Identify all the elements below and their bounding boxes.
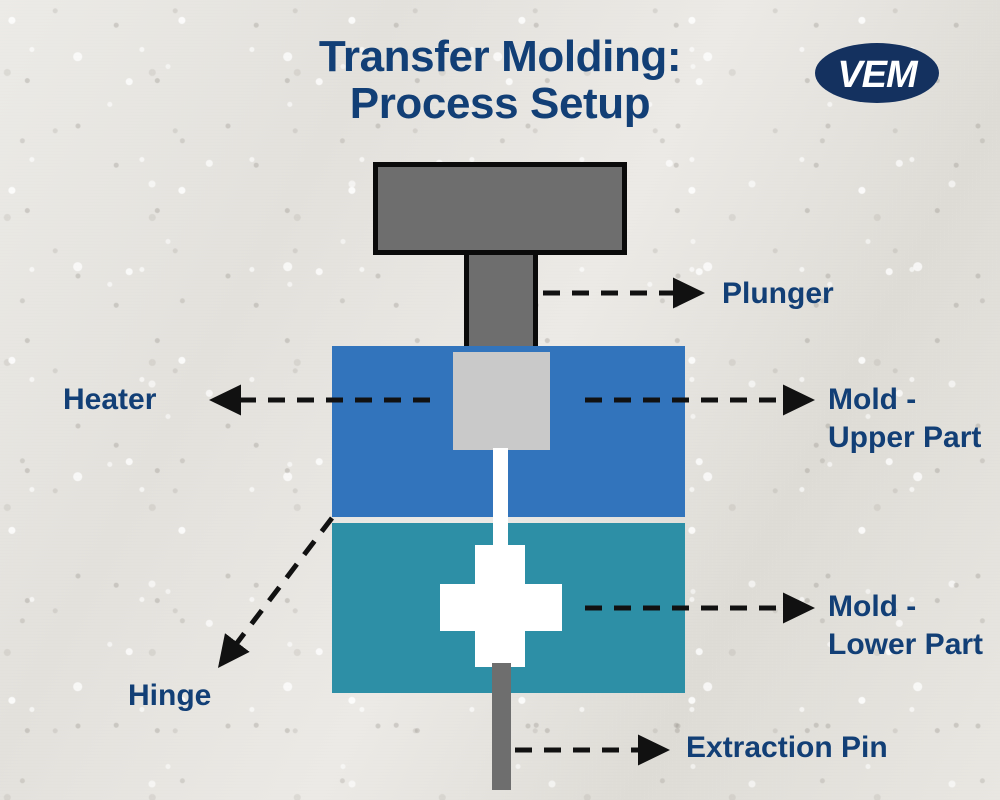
page-title: Transfer Molding: Process Setup	[0, 32, 1000, 128]
label-extraction-pin: Extraction Pin	[686, 731, 888, 764]
title-line-1: Transfer Molding:	[318, 32, 682, 81]
logo-ellipse	[815, 43, 939, 103]
plunger-shaft	[464, 255, 538, 355]
label-hinge: Hinge	[128, 679, 212, 712]
vem-logo[interactable]: VEM	[812, 38, 942, 108]
extraction-pin	[492, 663, 511, 790]
logo-text: VEM	[837, 54, 919, 96]
transfer-pot	[453, 352, 550, 450]
label-heater: Heater	[63, 383, 157, 416]
mold-cavity-horizontal	[440, 584, 562, 631]
label-mold-upper: Mold - Upper Part	[828, 383, 982, 455]
title-line-2: Process Setup	[349, 78, 651, 128]
label-mold-lower: Mold - Lower Part	[828, 590, 984, 662]
plunger-head	[373, 162, 627, 255]
sprue-channel	[493, 448, 508, 548]
label-plunger: Plunger	[722, 277, 834, 310]
